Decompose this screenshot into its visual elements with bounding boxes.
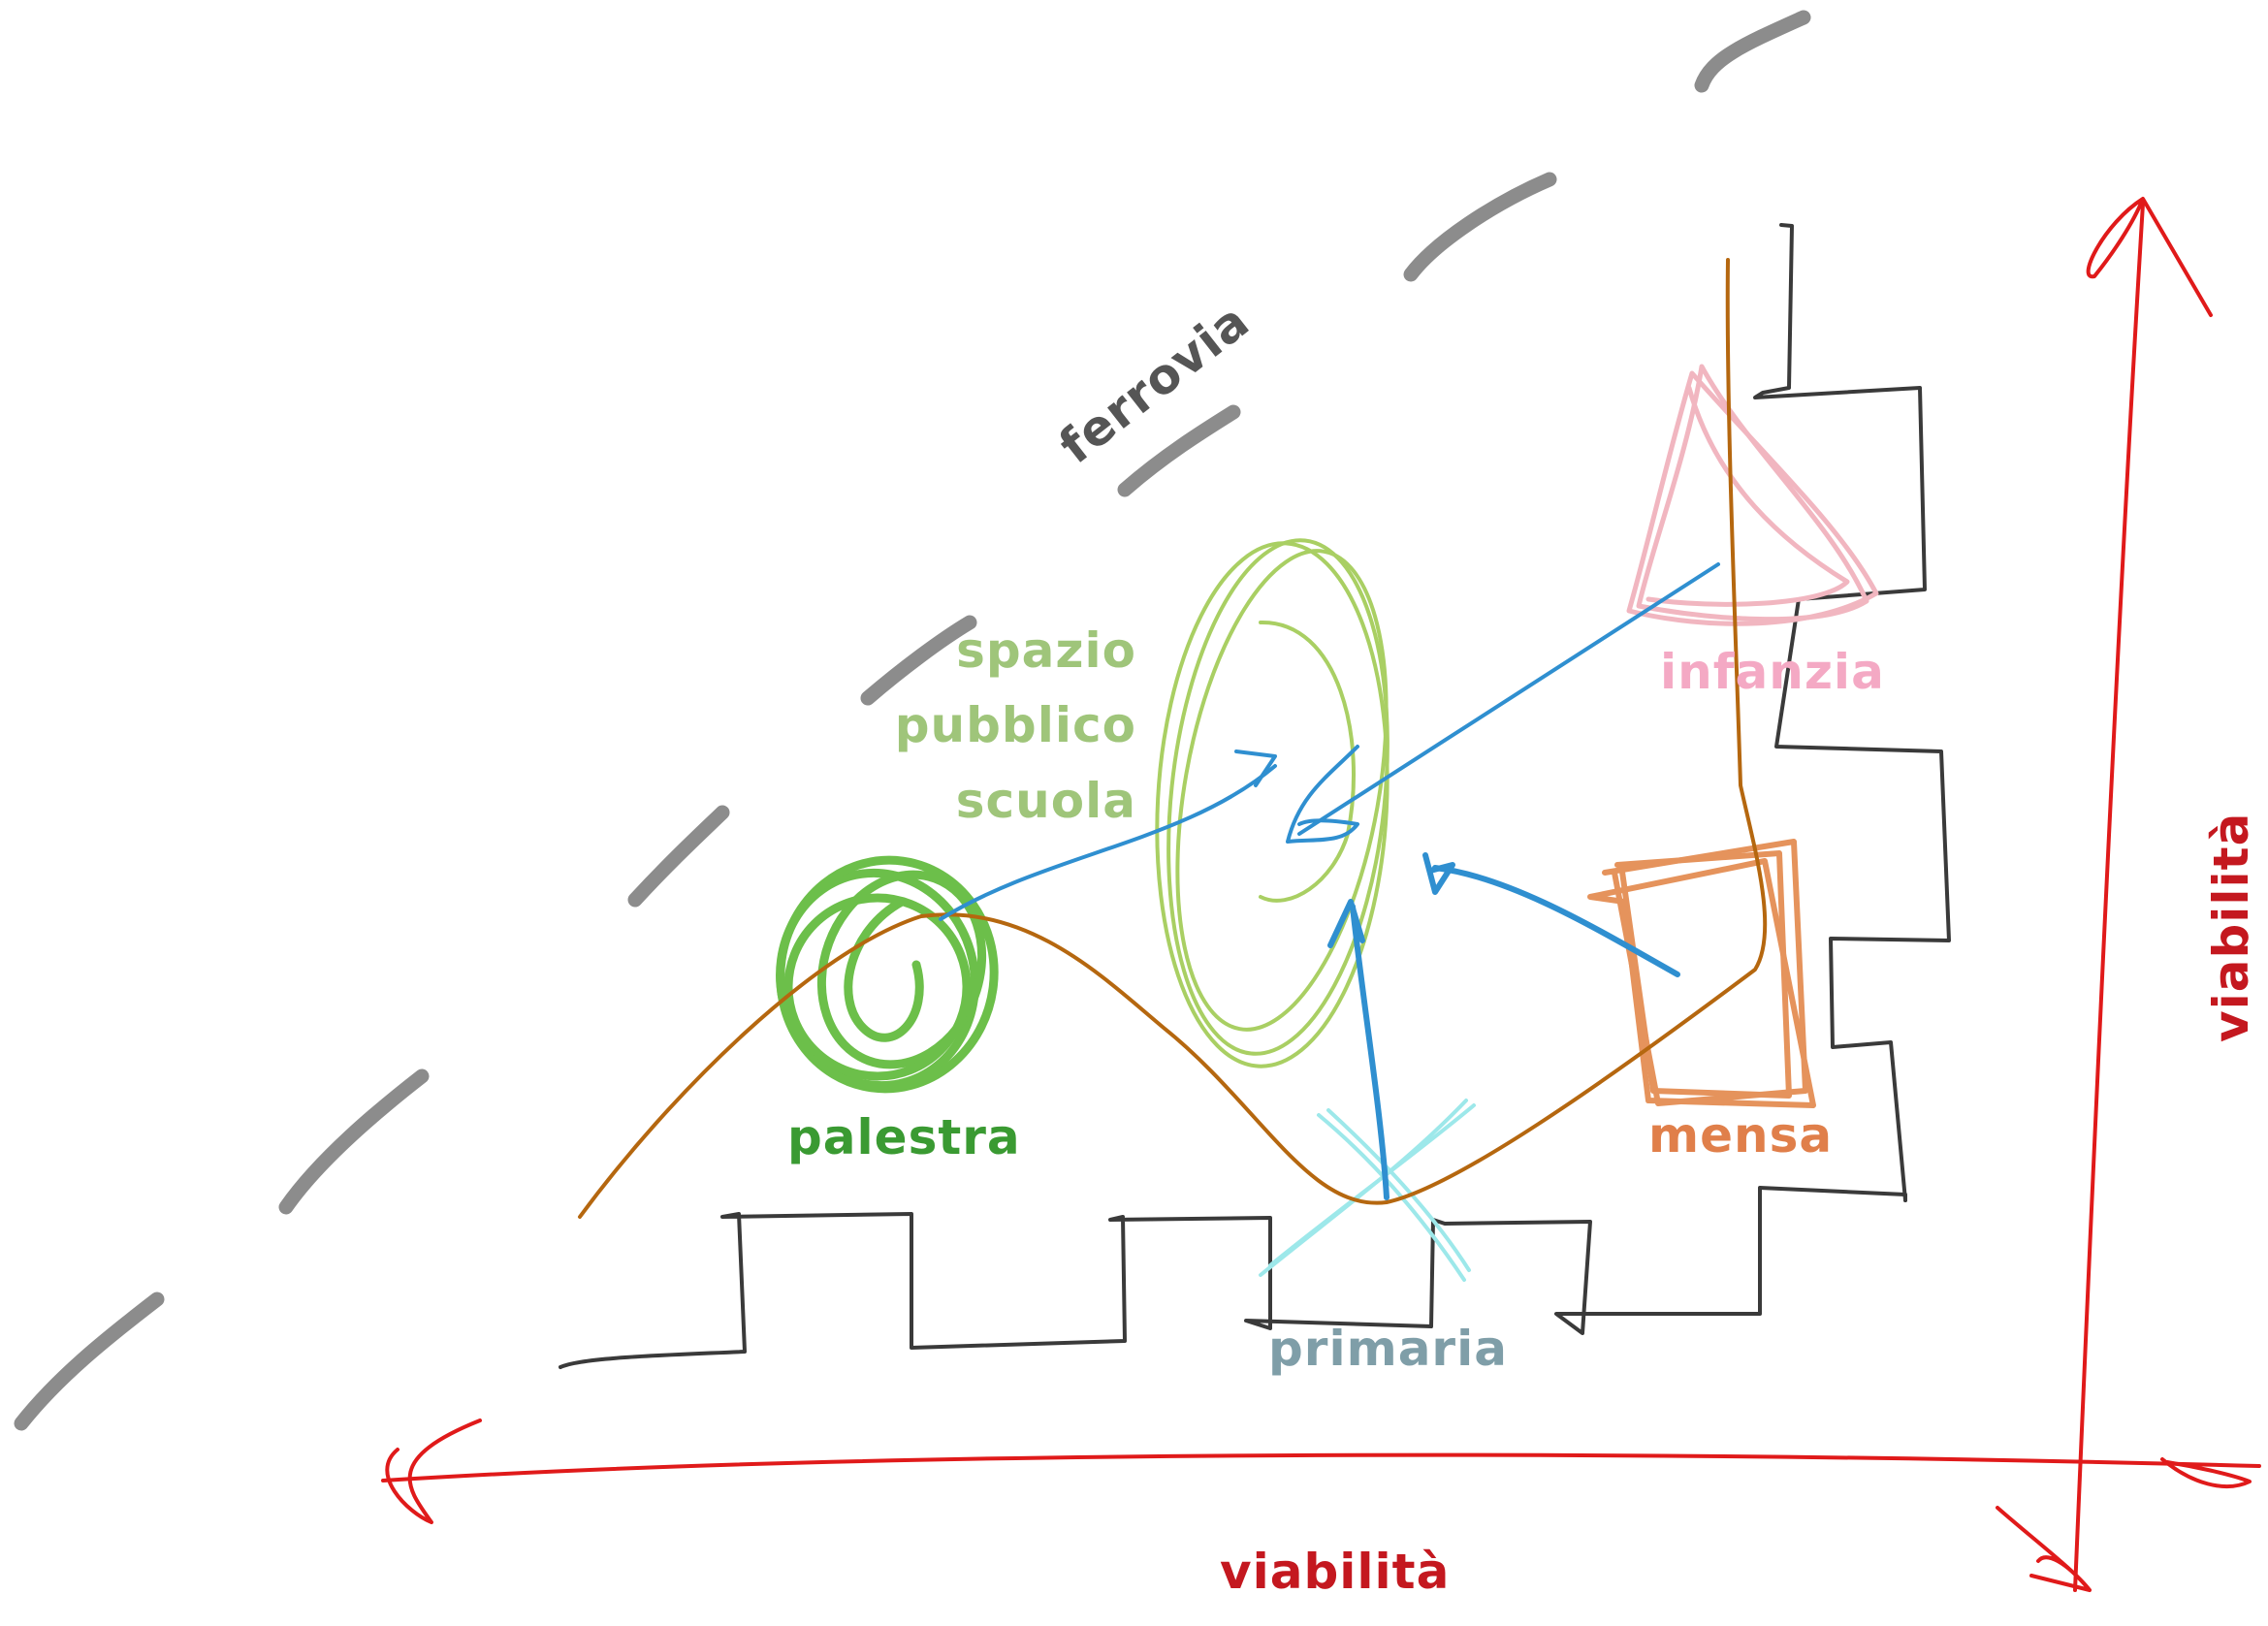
gym-loop [816, 870, 987, 1069]
kindergarten-label: infanzia [1660, 644, 1885, 700]
building-outline [559, 223, 1951, 1369]
railway-line [14, 10, 1811, 1431]
building-outline-bottom [559, 1186, 1907, 1369]
gym-inner [844, 897, 924, 1042]
kindergarten-shape [1626, 370, 1879, 626]
railway-dash [860, 615, 977, 706]
public-space-label-line-1: spazio [956, 622, 1136, 679]
road-horizontal-arrowhead [2160, 1457, 2252, 1489]
canteen-scribble [1587, 839, 1816, 1108]
gym-loop [783, 893, 972, 1081]
railway-dash [1694, 10, 1811, 93]
gym-scribble [776, 855, 999, 1094]
road-horizontal-label: viabilità [1220, 1544, 1450, 1600]
railway-label: ferrovia [1049, 293, 1261, 475]
road-vertical [2073, 202, 2145, 1592]
public-space-label-line-3: scuola [956, 773, 1136, 829]
railway-dash [627, 805, 730, 908]
kindergarten-shape [1636, 364, 1869, 622]
arrow-from-canteen [1432, 865, 1680, 977]
public-space-scribble [1155, 538, 1390, 1068]
flow-arrows [939, 562, 1720, 1200]
public-space-loop [1155, 541, 1390, 1068]
road-horizontal-tail [385, 1419, 482, 1524]
primary-scribble [1259, 1099, 1476, 1282]
canteen-shape [1614, 850, 1792, 1099]
primary-stroke [1268, 1103, 1476, 1267]
gym-label: palestra [787, 1109, 1021, 1165]
canteen-shape [1587, 858, 1816, 1108]
railway-dash [1403, 172, 1557, 282]
road-vertical-label: viabilità [2203, 813, 2259, 1042]
arrow-hook [1286, 745, 1359, 844]
public-space-loop [1166, 538, 1390, 1056]
canteen-label: mensa [1648, 1107, 1833, 1164]
road-axes [381, 197, 2261, 1592]
kindergarten-scribble [1626, 364, 1879, 626]
building-outline-right [1753, 223, 1951, 1202]
road-vertical-arrowhead [2086, 197, 2213, 317]
circulation-path [578, 258, 1768, 1219]
gym-loop [776, 855, 999, 1094]
arrow-from-gym [939, 764, 1277, 921]
primary-stroke [1326, 1108, 1471, 1272]
arrowhead [1234, 749, 1277, 787]
kindergarten-shape [1645, 385, 1850, 607]
road-horizontal [381, 1452, 2261, 1483]
railway-dash [1117, 404, 1241, 497]
railway-dash [14, 1291, 165, 1431]
primary-stroke [1317, 1113, 1466, 1282]
arrow-from-kindergarten [1297, 562, 1720, 836]
arrowhead [1422, 852, 1455, 895]
primary-label: primaria [1268, 1321, 1508, 1377]
railway-dash [278, 1068, 430, 1215]
road-vertical-tail [1996, 1506, 2092, 1592]
public-space-loop [1175, 549, 1389, 1032]
public-space-label-line-2: pubblico [895, 697, 1136, 753]
arrowhead [1327, 899, 1365, 948]
arrow-from-primary [1350, 904, 1390, 1200]
